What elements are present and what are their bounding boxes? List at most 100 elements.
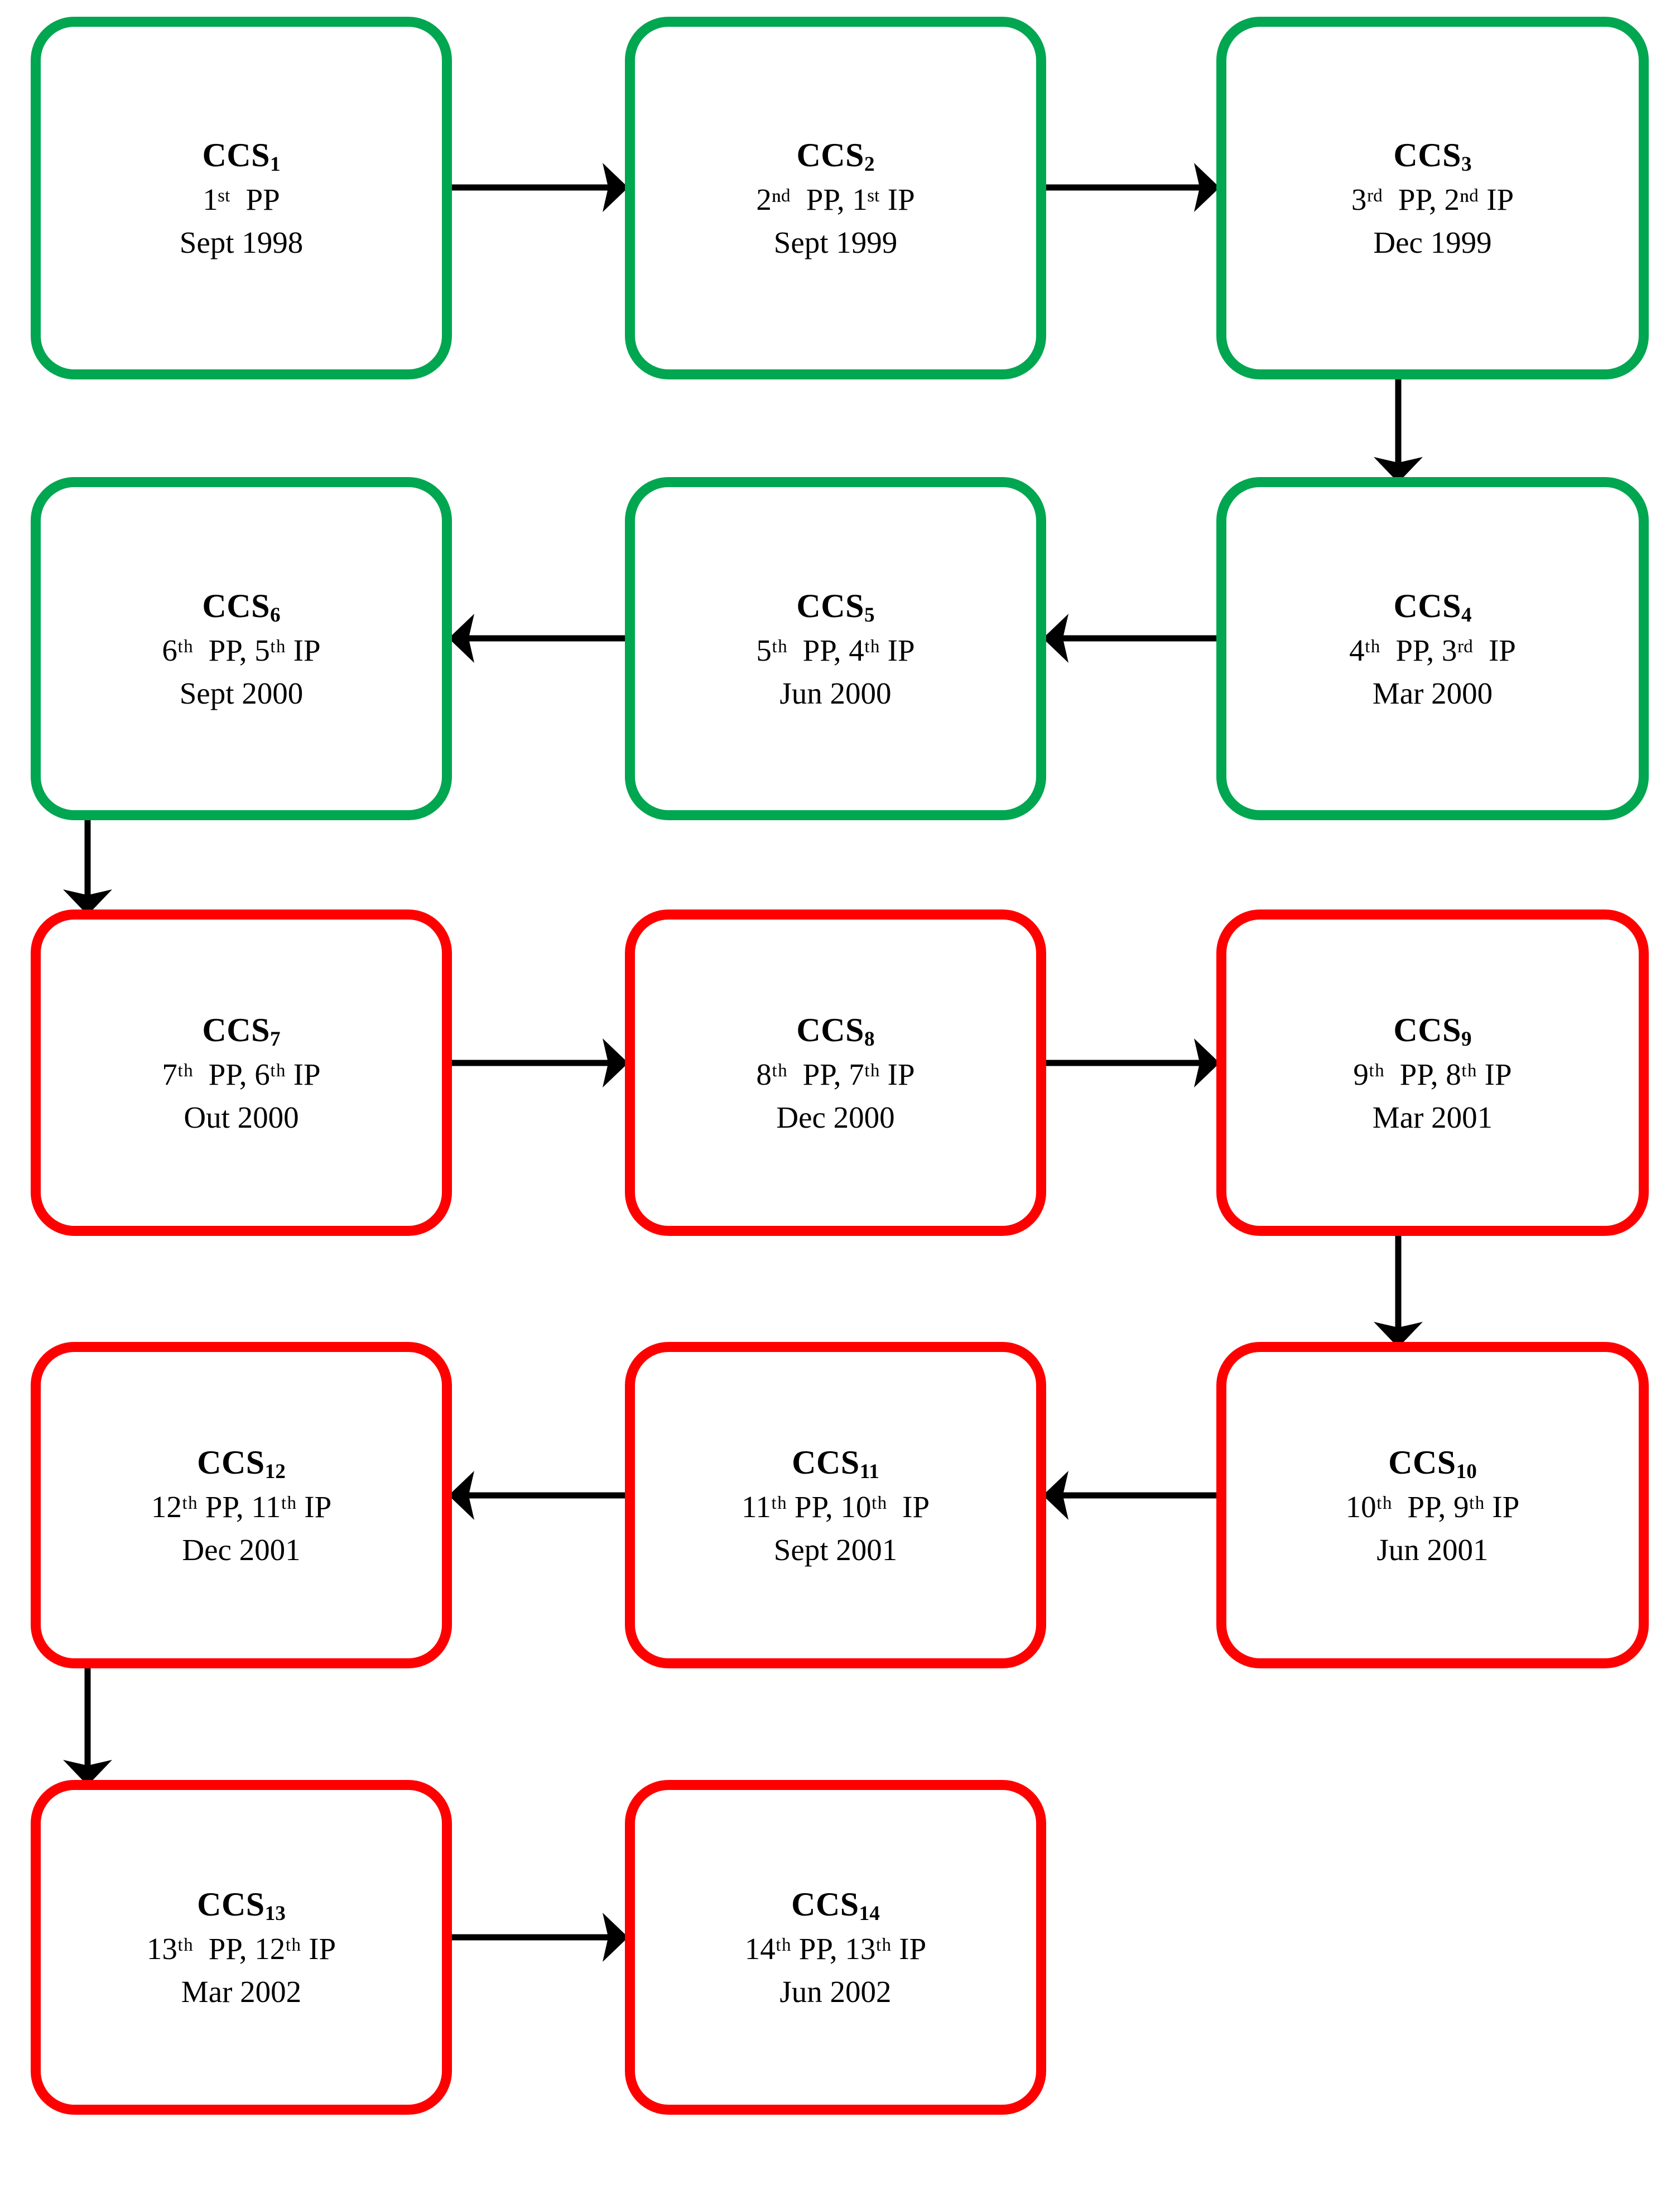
node-title-index: 8 (864, 1027, 875, 1051)
arrow-ccs4-to-ccs5 (1020, 614, 1242, 663)
node-roles: 14ᵗʰ PP, 13ᵗʰ IP (744, 1932, 927, 1966)
node-title-prefix: CCS (1393, 587, 1461, 624)
node-title-index: 9 (1461, 1027, 1472, 1051)
node-title-index: 11 (859, 1460, 879, 1483)
arrow-ccs13-to-ccs14 (426, 1913, 651, 1962)
node-date: Dec 2001 (182, 1532, 301, 1567)
node-roles: 3ʳᵈ PP, 2ⁿᵈ IP (1351, 182, 1514, 216)
node-roles: 7ᵗʰ PP, 6ᵗʰ IP (162, 1057, 321, 1091)
arrow-ccs3-to-ccs4 (1373, 354, 1423, 505)
arrow-head-icon (1373, 1322, 1423, 1348)
node-ccs13[interactable]: CCS13 13ᵗʰ PP, 12ᵗʰ IP Mar 2002 (31, 1780, 452, 2115)
node-ccs1[interactable]: CCS1 1ˢᵗ PP Sept 1998 (31, 17, 452, 379)
node-roles: 6ᵗʰ PP, 5ᵗʰ IP (162, 633, 321, 667)
node-ccs9[interactable]: CCS9 9ᵗʰ PP, 8ᵗʰ IP Mar 2001 (1216, 909, 1649, 1236)
node-title: CCS7 (202, 1011, 280, 1050)
node-date: Sept 2000 (179, 676, 304, 710)
node-title-prefix: CCS (202, 137, 270, 174)
node-title-index: 6 (269, 603, 281, 627)
node-title-index: 7 (269, 1027, 281, 1051)
node-title-prefix: CCS (197, 1886, 265, 1923)
node-title-index: 2 (864, 153, 875, 176)
arrow-ccs7-to-ccs8 (426, 1038, 651, 1087)
node-title-prefix: CCS (1393, 137, 1461, 174)
node-ccs4[interactable]: CCS4 4ᵗʰ PP, 3ʳᵈ IP Mar 2000 (1216, 477, 1649, 820)
node-ccs7[interactable]: CCS7 7ᵗʰ PP, 6ᵗʰ IP Out 2000 (31, 909, 452, 1236)
arrow-head-icon (62, 1760, 112, 1786)
node-title: CCS2 (796, 137, 874, 175)
arrow-ccs1-to-ccs2 (426, 162, 651, 212)
node-date: Sept 1998 (179, 225, 304, 259)
node-title-index: 3 (1461, 153, 1472, 176)
node-ccs10[interactable]: CCS10 10ᵗʰ PP, 9ᵗʰ IP Jun 2001 (1216, 1342, 1649, 1668)
node-title-prefix: CCS (792, 1443, 860, 1481)
node-title-index: 1 (269, 153, 281, 176)
node-date: Mar 2002 (181, 1975, 302, 2009)
node-roles: 5ᵗʰ PP, 4ᵗʰ IP (756, 633, 915, 667)
node-title-index: 5 (864, 603, 875, 627)
node-title-index: 13 (264, 1902, 286, 1926)
node-roles: 8ᵗʰ PP, 7ᵗʰ IP (756, 1057, 915, 1091)
node-roles: 13ᵗʰ PP, 12ᵗʰ IP (146, 1932, 336, 1966)
node-roles: 9ᵗʰ PP, 8ᵗʰ IP (1353, 1057, 1512, 1091)
node-date: Out 2000 (184, 1100, 299, 1134)
node-title: CCS8 (796, 1011, 874, 1050)
arrow-ccs8-to-ccs9 (1020, 1038, 1242, 1087)
node-title-prefix: CCS (202, 587, 270, 624)
node-title: CCS14 (791, 1886, 880, 1924)
arrow-head-icon (603, 162, 628, 212)
node-title-prefix: CCS (791, 1886, 859, 1923)
node-date: Sept 1999 (773, 225, 898, 259)
node-date: Jun 2001 (1376, 1532, 1489, 1567)
node-ccs2[interactable]: CCS2 2ⁿᵈ PP, 1ˢᵗ IP Sept 1999 (625, 17, 1046, 379)
node-ccs6[interactable]: CCS6 6ᵗʰ PP, 5ᵗʰ IP Sept 2000 (31, 477, 452, 820)
node-title-prefix: CCS (796, 587, 864, 624)
node-roles: 4ᵗʰ PP, 3ʳᵈ IP (1349, 633, 1516, 667)
node-title: CCS1 (202, 137, 280, 175)
node-title: CCS4 (1393, 587, 1471, 625)
node-title-prefix: CCS (796, 137, 864, 174)
arrow-head-icon (603, 1913, 628, 1962)
arrow-head-icon (1043, 614, 1068, 663)
node-title-index: 12 (264, 1460, 286, 1483)
node-title-prefix: CCS (1393, 1011, 1461, 1048)
arrow-ccs11-to-ccs12 (426, 1470, 651, 1520)
node-title-prefix: CCS (1388, 1443, 1456, 1481)
node-roles: 10ᵗʰ PP, 9ᵗʰ IP (1345, 1489, 1520, 1524)
node-roles: 11ᵗʰ PP, 10ᵗʰ IP (741, 1489, 930, 1524)
node-title: CCS5 (796, 587, 874, 625)
node-date: Dec 2000 (776, 1100, 895, 1134)
arrow-head-icon (1043, 1470, 1068, 1520)
node-date: Mar 2001 (1372, 1100, 1493, 1134)
node-title: CCS6 (202, 587, 280, 625)
node-roles: 1ˢᵗ PP (203, 182, 280, 216)
arrow-head-icon (1373, 457, 1423, 483)
node-ccs8[interactable]: CCS8 8ᵗʰ PP, 7ᵗʰ IP Dec 2000 (625, 909, 1046, 1236)
node-title: CCS10 (1388, 1443, 1477, 1482)
node-roles: 2ⁿᵈ PP, 1ˢᵗ IP (756, 182, 915, 216)
node-title: CCS3 (1393, 137, 1471, 175)
arrow-ccs2-to-ccs3 (1020, 162, 1242, 212)
node-title-prefix: CCS (197, 1443, 265, 1481)
arrow-ccs10-to-ccs11 (1020, 1470, 1242, 1520)
node-title-prefix: CCS (796, 1011, 864, 1048)
node-date: Dec 1999 (1373, 225, 1492, 259)
node-title-index: 10 (1456, 1460, 1477, 1483)
arrow-head-icon (603, 1038, 628, 1087)
arrow-ccs5-to-ccs6 (426, 614, 651, 663)
node-ccs3[interactable]: CCS3 3ʳᵈ PP, 2ⁿᵈ IP Dec 1999 (1216, 17, 1649, 379)
node-title-prefix: CCS (202, 1011, 270, 1048)
node-title-index: 4 (1461, 603, 1472, 627)
arrow-ccs12-to-ccs13 (62, 1643, 112, 1808)
node-date: Mar 2000 (1372, 676, 1493, 710)
arrow-ccs6-to-ccs7 (62, 795, 112, 937)
arrow-head-icon (1194, 162, 1220, 212)
node-title: CCS9 (1393, 1011, 1471, 1050)
arrow-head-icon (62, 889, 112, 915)
node-title: CCS11 (792, 1443, 879, 1482)
